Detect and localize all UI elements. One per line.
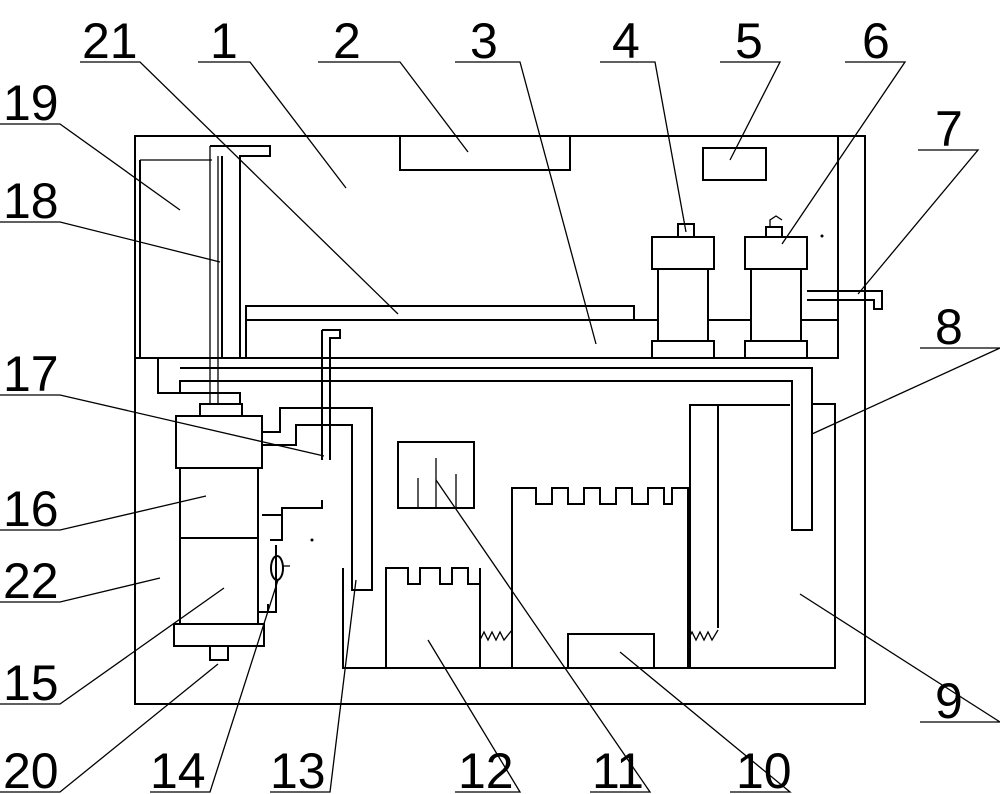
tank-8 (689, 403, 836, 669)
label-4: 4 (612, 13, 640, 69)
dot-mark-2 (310, 538, 314, 542)
label-13: 13 (270, 743, 326, 794)
label-12: 12 (458, 743, 514, 794)
label-1: 1 (210, 13, 238, 69)
tank-crenellated (511, 487, 689, 668)
label-5: 5 (735, 13, 763, 69)
sensor-11 (397, 441, 475, 509)
label-21: 21 (82, 13, 138, 69)
label-20: 20 (3, 743, 59, 794)
label-3: 3 (470, 13, 498, 69)
plate-3 (245, 319, 839, 359)
pump-16 (175, 403, 263, 539)
top-block-2 (399, 135, 571, 171)
label-19: 19 (3, 75, 59, 131)
label-10: 10 (736, 743, 792, 794)
vertical-pipe-19 (210, 145, 271, 358)
hook-pipe (321, 329, 341, 460)
outlet-pipe-7 (807, 290, 883, 310)
label-22: 22 (3, 553, 59, 609)
long-pipe-outer (157, 358, 241, 408)
valve-14 (270, 555, 284, 581)
pipe-14-branch (262, 500, 323, 541)
shelf-21 (245, 305, 635, 321)
bottle-6 (744, 215, 808, 359)
pipe-17 (262, 407, 373, 591)
label-17: 17 (3, 346, 59, 402)
label-18: 18 (3, 173, 59, 229)
label-8: 8 (935, 299, 963, 355)
dot-mark-1 (820, 234, 824, 238)
label-6: 6 (862, 13, 890, 69)
long-pipe-top (179, 367, 813, 531)
bottle-4 (651, 223, 715, 359)
label-7: 7 (935, 101, 963, 157)
label-2: 2 (333, 13, 361, 69)
teeth-left (479, 629, 513, 642)
label-16: 16 (3, 481, 59, 537)
leader-lines (0, 61, 1000, 793)
filter-15 (173, 537, 265, 661)
label-9: 9 (935, 673, 963, 729)
block-10 (567, 633, 655, 669)
teeth-right (687, 629, 719, 642)
label-14: 14 (150, 743, 206, 794)
tank-12 (385, 567, 481, 668)
label-15: 15 (3, 655, 59, 711)
small-box-5 (702, 147, 767, 181)
label-11: 11 (592, 743, 644, 794)
